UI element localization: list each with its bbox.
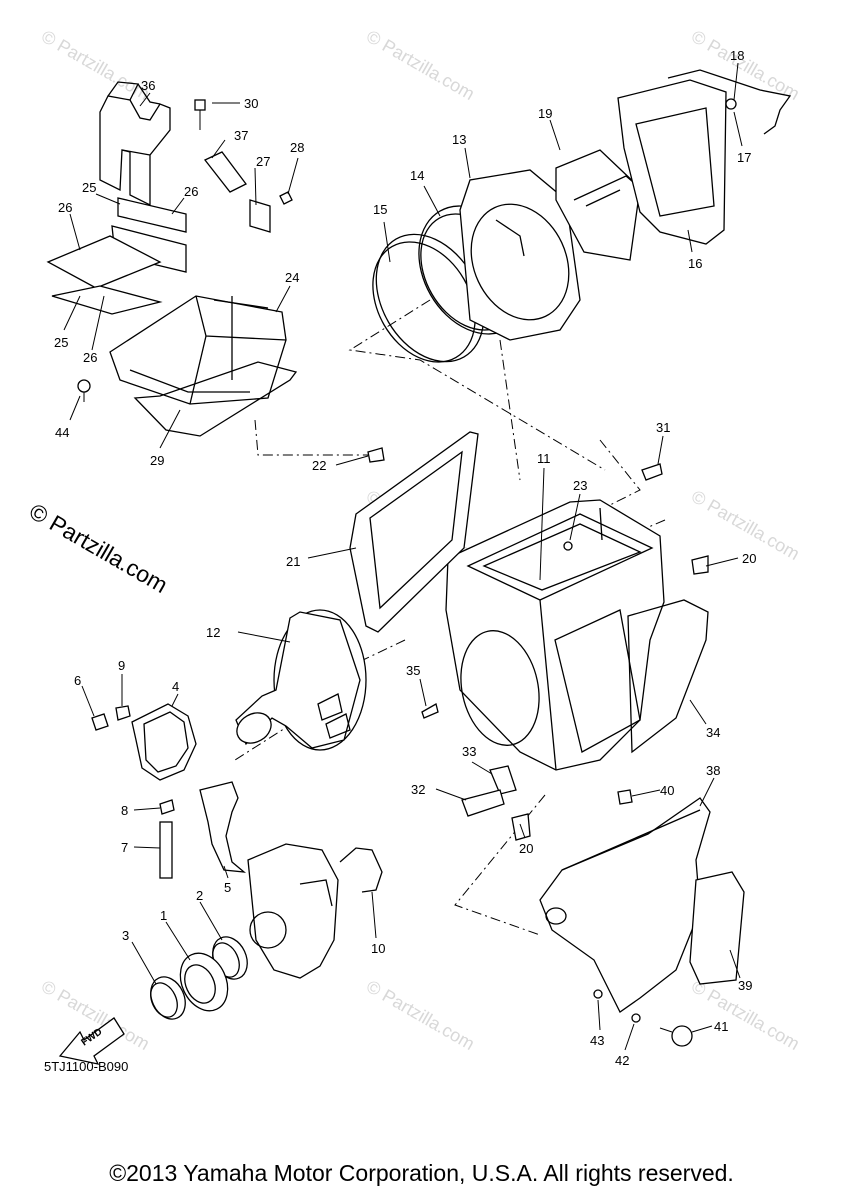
part-1-joint	[179, 952, 229, 1012]
part-19-filter-guide	[555, 149, 641, 261]
callout-3: 3	[122, 928, 129, 943]
callout-8: 8	[121, 803, 128, 818]
callout-43: 43	[590, 1033, 604, 1048]
part-27-plate	[249, 199, 271, 233]
callout-4: 4	[172, 679, 179, 694]
callout-39: 39	[738, 978, 752, 993]
part-5-hose	[199, 781, 247, 873]
part-28-pin	[279, 191, 293, 205]
callout-5: 5	[224, 880, 231, 895]
part-11-airbox	[445, 499, 665, 771]
callout-42: 42	[615, 1053, 629, 1068]
callout-22: 22	[312, 458, 326, 473]
callout-25-lower: 25	[54, 335, 68, 350]
part-30-bolt	[194, 99, 206, 130]
watermark-tile: © Partzilla.com	[363, 26, 478, 104]
callout-34: 34	[706, 725, 720, 740]
callout-11: 11	[537, 451, 551, 466]
callout-26-upper: 26	[184, 184, 198, 199]
callout-28: 28	[290, 140, 304, 155]
watermark-tile: © Partzilla.com	[363, 976, 478, 1054]
callout-30: 30	[244, 96, 258, 111]
part-12-airbox-joint	[235, 609, 367, 751]
callout-33: 33	[462, 744, 476, 759]
part-7-pipe	[159, 821, 173, 879]
callout-24: 24	[285, 270, 299, 285]
callout-25-upper: 25	[82, 180, 96, 195]
part-carburetor	[247, 843, 339, 979]
callout-41: 41	[714, 1019, 728, 1034]
callout-19: 19	[538, 106, 552, 121]
callout-17: 17	[737, 150, 751, 165]
part-6-joint	[91, 713, 109, 731]
callout-15: 15	[373, 202, 387, 217]
part-16-filter-cover	[617, 79, 727, 245]
part-36-intake-duct	[99, 81, 171, 207]
catalog-code: 5TJ1100-B090	[44, 1059, 128, 1074]
part-43-washer	[593, 989, 603, 999]
callout-16: 16	[688, 256, 702, 271]
callout-13: 13	[452, 132, 466, 147]
callout-9: 9	[118, 658, 125, 673]
callout-6: 6	[74, 673, 81, 688]
part-40-bolt	[617, 789, 633, 805]
part-24-airbox-tray	[109, 295, 287, 405]
callout-31: 31	[656, 420, 670, 435]
part-29-seal	[133, 361, 298, 437]
callout-labels: 36 30 37 27 28 25 26 26 25 26 24 44 29 1…	[44, 48, 756, 1074]
leader-lines	[63, 62, 743, 1051]
part-44-bolt	[77, 379, 91, 402]
part-25-26-seal-plates	[46, 197, 187, 315]
callout-7: 7	[121, 840, 128, 855]
part-35-screw	[421, 703, 439, 719]
callout-37: 37	[234, 128, 248, 143]
callout-2: 2	[196, 888, 203, 903]
part-17-washer	[725, 98, 737, 110]
callout-29: 29	[150, 453, 164, 468]
part-10-clamp	[339, 847, 383, 893]
part-13-filter-element	[459, 169, 581, 341]
part-41-bolt	[659, 1025, 693, 1047]
part-42-collar	[631, 1013, 641, 1023]
callout-20-lower: 20	[519, 841, 533, 856]
part-20-clip-upper	[691, 555, 709, 575]
part-23-clip	[563, 541, 573, 551]
callout-23: 23	[573, 478, 587, 493]
callout-20-upper: 20	[742, 551, 756, 566]
callout-44: 44	[55, 425, 69, 440]
fwd-arrow-icon: FWD	[58, 1017, 125, 1065]
callout-12: 12	[206, 625, 220, 640]
part-31-clip	[641, 463, 663, 481]
callout-1: 1	[160, 908, 167, 923]
part-33-clamp	[489, 765, 517, 795]
callout-14: 14	[410, 168, 424, 183]
part-38-side-cover	[539, 797, 711, 1013]
part-39-cover-panel	[689, 871, 745, 985]
part-22-rivet	[367, 447, 385, 463]
part-37-bracket	[203, 151, 247, 193]
part-4-holder	[131, 703, 197, 781]
watermark-tile: © Partzilla.com	[38, 26, 153, 104]
callout-21: 21	[286, 554, 300, 569]
callout-40: 40	[660, 783, 674, 798]
callout-10: 10	[371, 941, 385, 956]
part-34-seal	[627, 599, 709, 754]
callout-26-left: 26	[58, 200, 72, 215]
part-18-wire	[667, 69, 792, 135]
copyright-footer: ©2013 Yamaha Motor Corporation, U.S.A. A…	[109, 1160, 734, 1186]
callout-27: 27	[256, 154, 270, 169]
callout-38: 38	[706, 763, 720, 778]
callout-36: 36	[141, 78, 155, 93]
part-21-side-plate	[349, 431, 479, 633]
callout-32: 32	[411, 782, 425, 797]
part-9-screw	[115, 705, 131, 721]
callout-35: 35	[406, 663, 420, 678]
part-32-cap	[461, 789, 505, 817]
callout-18: 18	[730, 48, 744, 63]
callout-26-lower: 26	[83, 350, 97, 365]
part-8-clip	[159, 799, 175, 815]
